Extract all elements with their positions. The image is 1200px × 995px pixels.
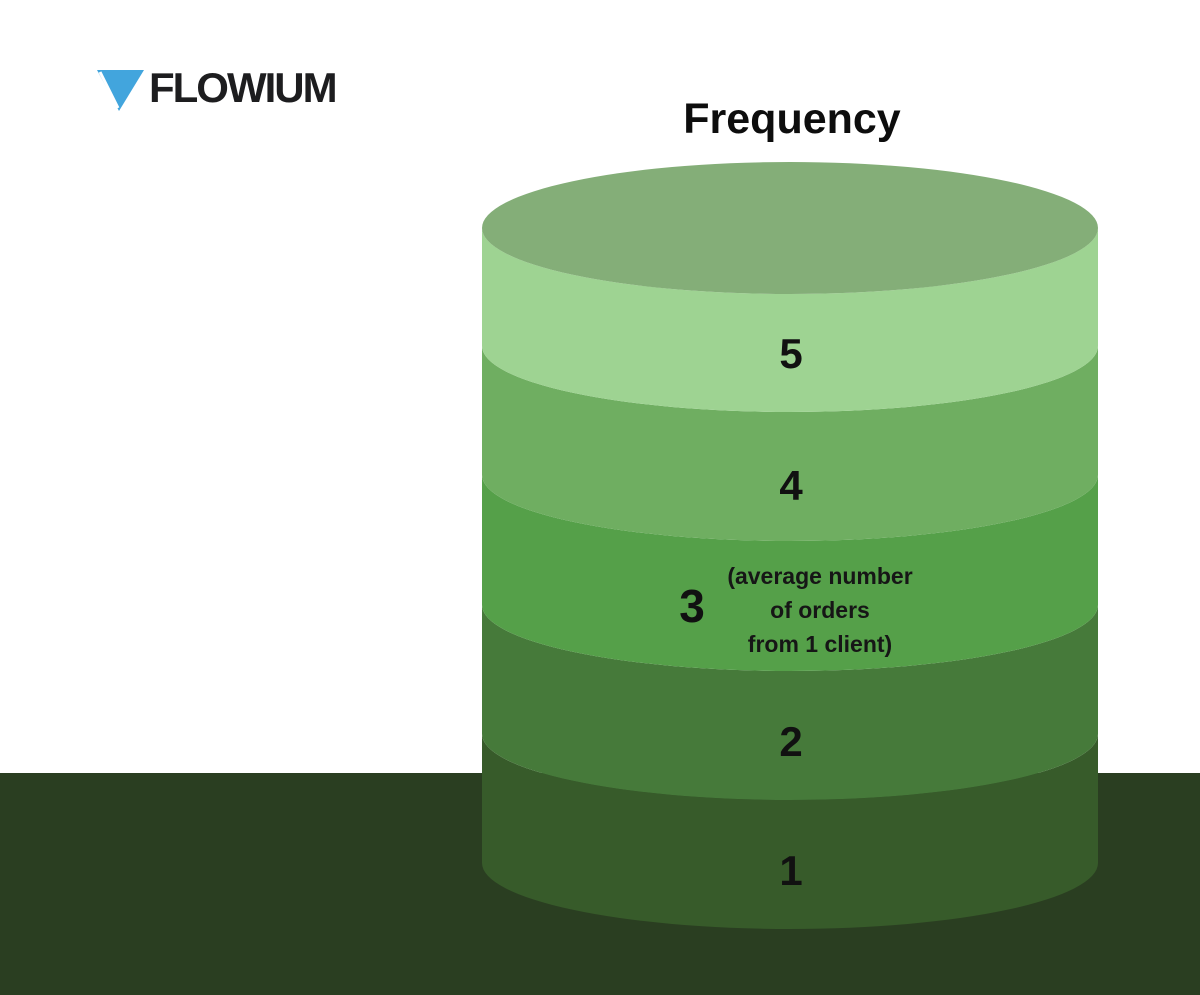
cylinder-layer-4 — [482, 346, 1098, 541]
flowium-logo: FLOWIUM — [95, 60, 338, 115]
page-title: Frequency — [683, 95, 901, 143]
layer-label-5: 5 — [779, 330, 802, 377]
logo-triangle — [97, 70, 144, 111]
layer-label-2: 2 — [779, 718, 802, 765]
cylinder-layer-3 — [482, 475, 1098, 671]
flowium-logo-mark-icon — [97, 70, 144, 111]
layer-label-1: 1 — [779, 847, 802, 894]
cylinder-layer-5 — [482, 228, 1098, 412]
logo-triangle-slit — [98, 71, 120, 109]
annotation-line-1: (average number — [727, 563, 912, 589]
cylinder-top-face — [482, 162, 1098, 294]
cylinder-layer-2 — [482, 605, 1098, 800]
annotation-line-2: of orders — [770, 597, 870, 623]
logo-wordmark: FLOWIUM — [149, 64, 338, 111]
annotation-line-3: from 1 client) — [748, 631, 892, 657]
cylinder-layer-1 — [482, 734, 1098, 929]
layer-label-3: 3 — [679, 580, 705, 632]
layer-label-4: 4 — [779, 462, 803, 509]
